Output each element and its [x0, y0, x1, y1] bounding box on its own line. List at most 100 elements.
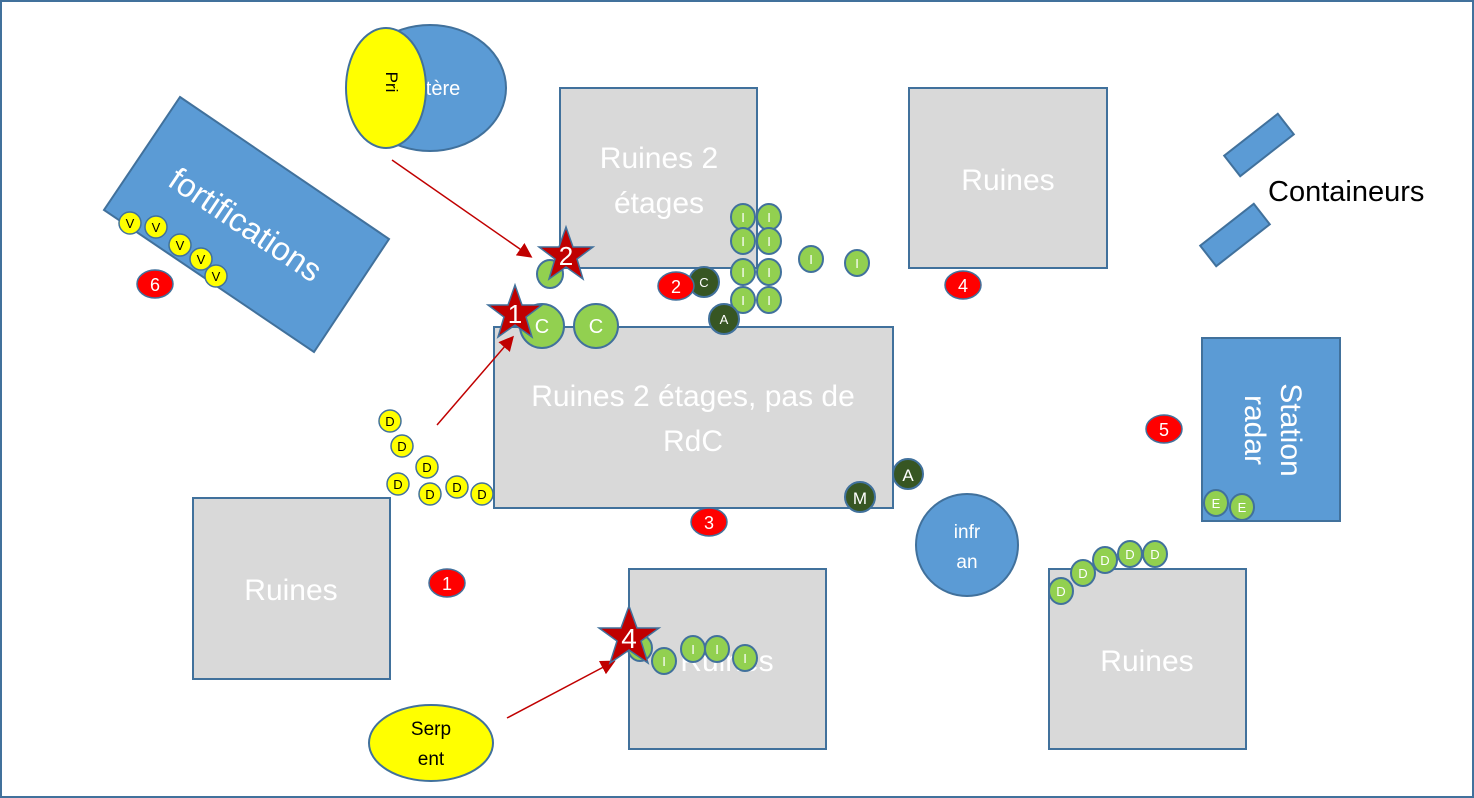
- svg-text:I: I: [741, 265, 745, 280]
- svg-text:4: 4: [621, 623, 637, 654]
- svg-text:D: D: [1100, 553, 1109, 568]
- container-1: [1222, 112, 1296, 178]
- i-token: I: [680, 635, 706, 663]
- arrow-serpent-to-4: [506, 660, 616, 719]
- v-token: V: [189, 247, 213, 271]
- svg-text:3: 3: [704, 513, 714, 533]
- svg-text:D: D: [422, 460, 431, 475]
- svg-text:1: 1: [442, 574, 452, 594]
- d-token: D: [1070, 559, 1096, 587]
- serpent-line1: Serp: [411, 719, 451, 740]
- objective-marker-4: 4: [944, 270, 982, 300]
- i-token: I: [756, 258, 782, 286]
- svg-text:I: I: [809, 252, 813, 267]
- radar-station: Station radar: [1201, 337, 1341, 522]
- svg-text:2: 2: [559, 241, 573, 271]
- svg-text:D: D: [452, 480, 461, 495]
- i-token: I: [651, 647, 677, 675]
- svg-text:I: I: [691, 642, 695, 657]
- d-token: D: [445, 475, 469, 499]
- a-token-dark: A: [708, 303, 740, 335]
- containers: Containeurs: [1198, 112, 1424, 268]
- d-token: D: [415, 455, 439, 479]
- e-token: E: [1229, 493, 1255, 521]
- i-token: I: [798, 245, 824, 273]
- svg-text:I: I: [767, 234, 771, 249]
- d-token: D: [386, 472, 410, 496]
- svg-text:D: D: [385, 414, 394, 429]
- v-token: V: [118, 211, 142, 235]
- svg-text:I: I: [741, 293, 745, 308]
- objective-marker-2: 2: [657, 271, 695, 301]
- deployment-star-4: 4: [596, 603, 662, 665]
- fortifications: fortifications: [102, 95, 391, 354]
- d-token-group-left: D D D D D D D: [378, 409, 494, 506]
- v-token: V: [144, 215, 168, 239]
- svg-text:D: D: [1150, 547, 1159, 562]
- c-token: C: [573, 303, 619, 349]
- svg-text:V: V: [212, 269, 221, 284]
- ruins-top-center-line2: étages: [614, 187, 704, 220]
- d-token: D: [470, 482, 494, 506]
- svg-text:D: D: [425, 487, 434, 502]
- svg-text:I: I: [662, 654, 666, 669]
- containers-label: Containeurs: [1268, 176, 1424, 208]
- svg-text:D: D: [477, 487, 486, 502]
- ruins-top-center: Ruines 2 étages: [559, 87, 758, 269]
- ruins-left-label: Ruines: [244, 574, 337, 607]
- svg-text:E: E: [1212, 496, 1221, 511]
- cimetiere-label: tère: [426, 78, 460, 100]
- i-token: I: [730, 258, 756, 286]
- container-2: [1198, 202, 1272, 268]
- d-token: D: [378, 409, 402, 433]
- d-token: D: [1142, 540, 1168, 568]
- svg-text:V: V: [197, 252, 206, 267]
- v-token: V: [204, 264, 228, 288]
- svg-text:I: I: [741, 210, 745, 225]
- objective-marker-1: 1: [428, 568, 466, 598]
- infran-line1: infr: [954, 522, 981, 543]
- svg-text:I: I: [743, 651, 747, 666]
- objective-marker-6: 6: [136, 269, 174, 299]
- ruins-main-line2: RdC: [663, 425, 723, 458]
- svg-text:6: 6: [150, 275, 160, 295]
- arrow-d-to-1: [436, 335, 514, 426]
- svg-text:D: D: [1056, 584, 1065, 599]
- svg-text:4: 4: [958, 276, 968, 296]
- svg-text:V: V: [152, 220, 161, 235]
- arrow-pri-to-2: [391, 159, 533, 258]
- ruins-main: Ruines 2 étages, pas de RdC: [493, 326, 894, 509]
- pri-unit: Pri: [345, 27, 427, 149]
- deployment-star-2: 2: [536, 224, 596, 281]
- objective-marker-3: 3: [690, 507, 728, 537]
- svg-text:I: I: [767, 210, 771, 225]
- i-token-group-top: I I I I I I I I I I: [730, 203, 870, 314]
- svg-text:D: D: [1078, 566, 1087, 581]
- svg-text:V: V: [126, 216, 135, 231]
- ruins-bottom-right: Ruines: [1048, 568, 1247, 750]
- svg-text:I: I: [767, 265, 771, 280]
- radar-line1: Station: [1274, 383, 1307, 476]
- e-token: E: [1203, 489, 1229, 517]
- svg-text:D: D: [1125, 547, 1134, 562]
- i-token: I: [756, 286, 782, 314]
- i-token: I: [844, 249, 870, 277]
- d-token: D: [1048, 577, 1074, 605]
- m-token-dark: M: [844, 481, 876, 513]
- ruins-bottom-right-label: Ruines: [1100, 645, 1193, 678]
- ruins-top-center-line1: Ruines 2: [600, 142, 718, 175]
- d-token: D: [390, 434, 414, 458]
- i-token: I: [730, 203, 756, 231]
- svg-text:I: I: [741, 234, 745, 249]
- svg-text:M: M: [853, 489, 867, 508]
- svg-text:5: 5: [1159, 420, 1169, 440]
- svg-text:A: A: [902, 466, 914, 485]
- svg-text:I: I: [715, 642, 719, 657]
- ruins-top-right: Ruines: [908, 87, 1108, 269]
- svg-text:I: I: [855, 256, 859, 271]
- d-token: D: [1117, 540, 1143, 568]
- ruins-top-right-label: Ruines: [961, 164, 1054, 197]
- i-token: I: [730, 227, 756, 255]
- serpent-unit: Serp ent: [368, 704, 494, 782]
